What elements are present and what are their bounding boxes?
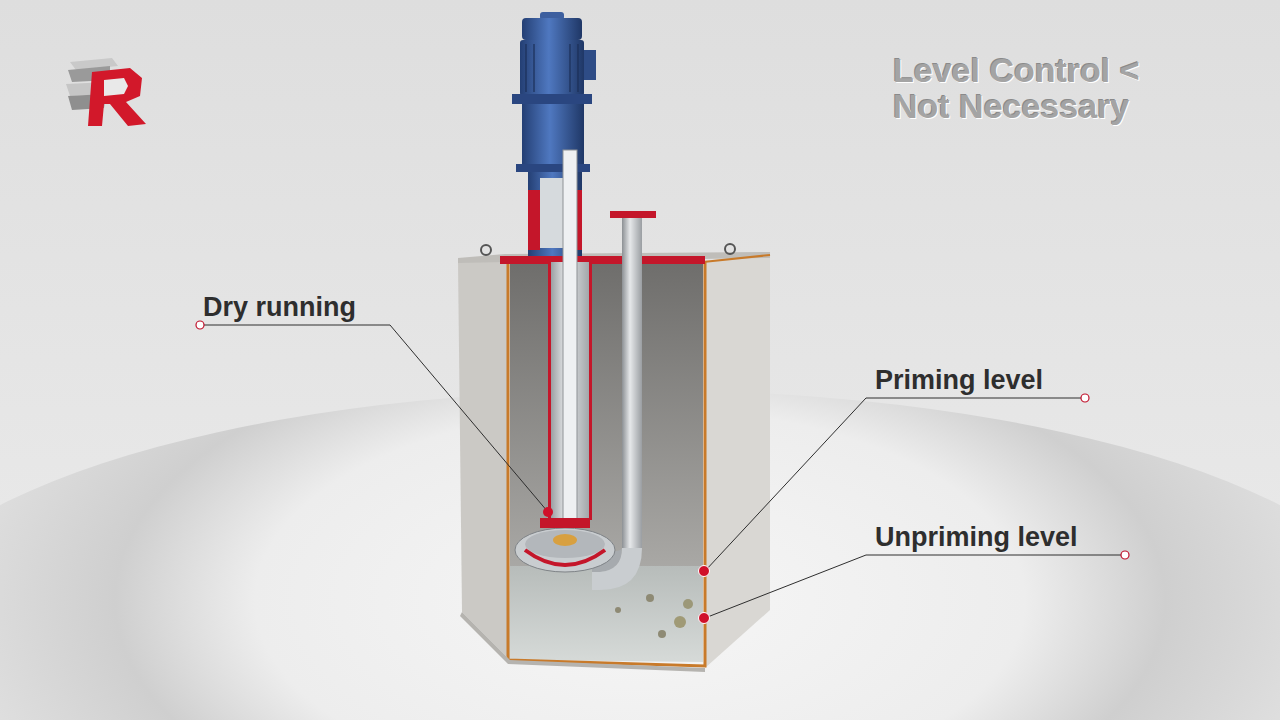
callout-label: Dry running xyxy=(203,291,356,323)
callout-label: Unpriming level xyxy=(875,521,1078,553)
leader-markers xyxy=(196,321,1129,624)
leader-lines xyxy=(204,325,1121,618)
concrete-tank xyxy=(458,244,770,672)
callout-label: Priming level xyxy=(875,364,1043,396)
heading-watermark: Level Control < Not Necessary xyxy=(893,52,1178,124)
vertical-pump xyxy=(500,12,705,590)
logo xyxy=(66,58,146,126)
